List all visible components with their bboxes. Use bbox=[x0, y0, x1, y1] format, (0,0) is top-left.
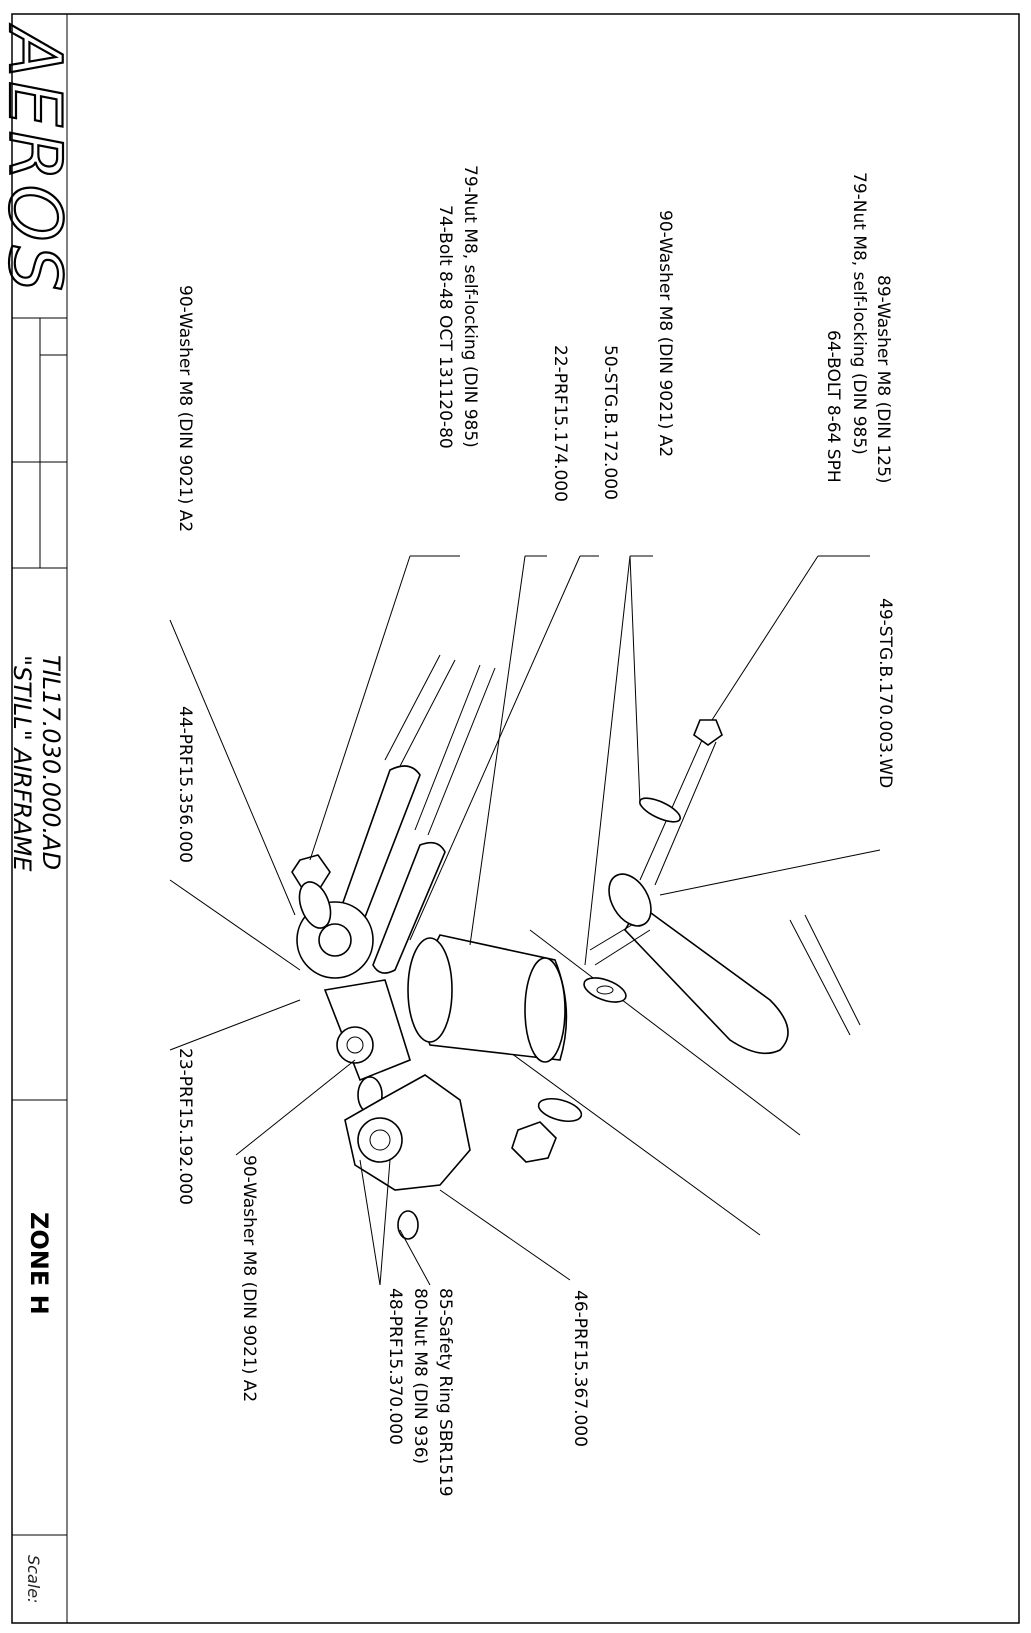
assembly-illustration bbox=[291, 654, 861, 1240]
safety-ring bbox=[397, 1210, 419, 1240]
callout-washer-89: 89-Washer M8 (DIN 125) bbox=[873, 275, 893, 484]
leader-lines bbox=[169, 555, 881, 1286]
nut bbox=[357, 1117, 403, 1163]
drawing-number: TIL17.030.000.AD bbox=[37, 655, 65, 870]
aeros-logo: AEROS bbox=[0, 24, 77, 295]
strut-sleeve bbox=[624, 903, 789, 1055]
loose-nut bbox=[511, 1121, 557, 1163]
callout-washer-90-a: 90-Washer M8 (DIN 9021) A2 bbox=[655, 210, 675, 457]
drawing-title: "STILL" AIRFRAME bbox=[8, 655, 36, 872]
bolt-head bbox=[693, 719, 723, 746]
callout-washer-90-b: 90-Washer M8 (DIN 9021) A2 bbox=[175, 285, 195, 532]
callout-labels: 89-Washer M8 (DIN 125) 79-Nut M8, self-l… bbox=[175, 165, 895, 1497]
washer-left bbox=[298, 881, 332, 929]
callout-part-22: 22-PRF15.174.000 bbox=[550, 345, 570, 502]
callout-part-44: 44-PRF15.356.000 bbox=[175, 706, 195, 863]
main-tube-edge bbox=[529, 929, 801, 1136]
title-block bbox=[12, 14, 68, 1623]
fitting-lug bbox=[608, 873, 652, 927]
zone-label: ZONE H bbox=[25, 1212, 53, 1315]
scale-label: Scale: bbox=[24, 1555, 43, 1603]
bushing bbox=[336, 1026, 374, 1064]
callout-bolt-74: 74-Bolt 8-48 OCT 131120-80 bbox=[435, 205, 455, 449]
callout-nut-79-a: 79-Nut M8, self-locking (DIN 985) bbox=[849, 172, 869, 455]
callout-bolt-64: 64-BOLT 8-64 SPH bbox=[823, 330, 843, 483]
callout-part-23: 23-PRF15.192.000 bbox=[175, 1048, 195, 1205]
callout-part-48: 48-PRF15.370.000 bbox=[385, 1288, 405, 1445]
callout-part-49: 49-STG.B.170.003.WD bbox=[875, 598, 895, 788]
tube-end-ring bbox=[524, 957, 566, 1063]
callout-part-50: 50-STG.B.172.000 bbox=[600, 345, 620, 500]
tube-sleeve-right bbox=[372, 841, 446, 974]
loose-washer bbox=[537, 1097, 583, 1123]
washer-ring bbox=[583, 977, 627, 1003]
callout-safety-ring-85: 85-Safety Ring SBR1519 bbox=[435, 1288, 455, 1497]
sheet-border bbox=[11, 13, 1020, 1624]
fitting-collar bbox=[407, 937, 453, 1043]
callout-nut-80: 80-Nut M8 (DIN 936) bbox=[410, 1288, 430, 1464]
callout-nut-79-b: 79-Nut M8, self-locking (DIN 985) bbox=[460, 165, 480, 448]
callout-part-46: 46-PRF15.367.000 bbox=[570, 1290, 590, 1447]
callout-washer-90-c: 90-Washer M8 (DIN 9021) A2 bbox=[239, 1155, 259, 1402]
main-tube-edge bbox=[499, 1044, 761, 1236]
bracket-plate bbox=[323, 979, 411, 1082]
